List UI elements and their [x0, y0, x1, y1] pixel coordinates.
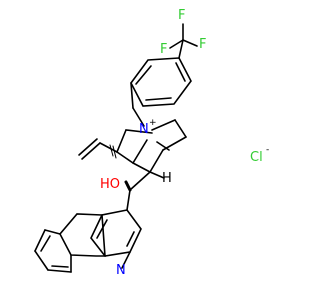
stereo-hydrogen: H: [162, 171, 172, 186]
nitrogen-charge: +: [149, 118, 157, 128]
bridgehead-nitrogen: N: [139, 122, 149, 137]
fluorine-atom-1: F: [178, 8, 185, 23]
carbinol-group: [124, 171, 151, 211]
hydroxyl-group: HO: [100, 177, 120, 192]
quinuclidine-cage: [78, 119, 187, 179]
molecule-diagram: F F F: [34, 8, 269, 278]
quinoline-ring: [34, 209, 142, 273]
trifluoromethyl-group: F F F: [160, 8, 206, 59]
chloride-charge: -: [266, 145, 269, 155]
quinoline-nitrogen: N: [116, 263, 126, 278]
benzene-ring: [130, 57, 192, 127]
chloride-ion: Cl: [250, 150, 263, 165]
fluorine-atom-3: F: [160, 42, 167, 57]
fluorine-atom-2: F: [199, 37, 206, 52]
